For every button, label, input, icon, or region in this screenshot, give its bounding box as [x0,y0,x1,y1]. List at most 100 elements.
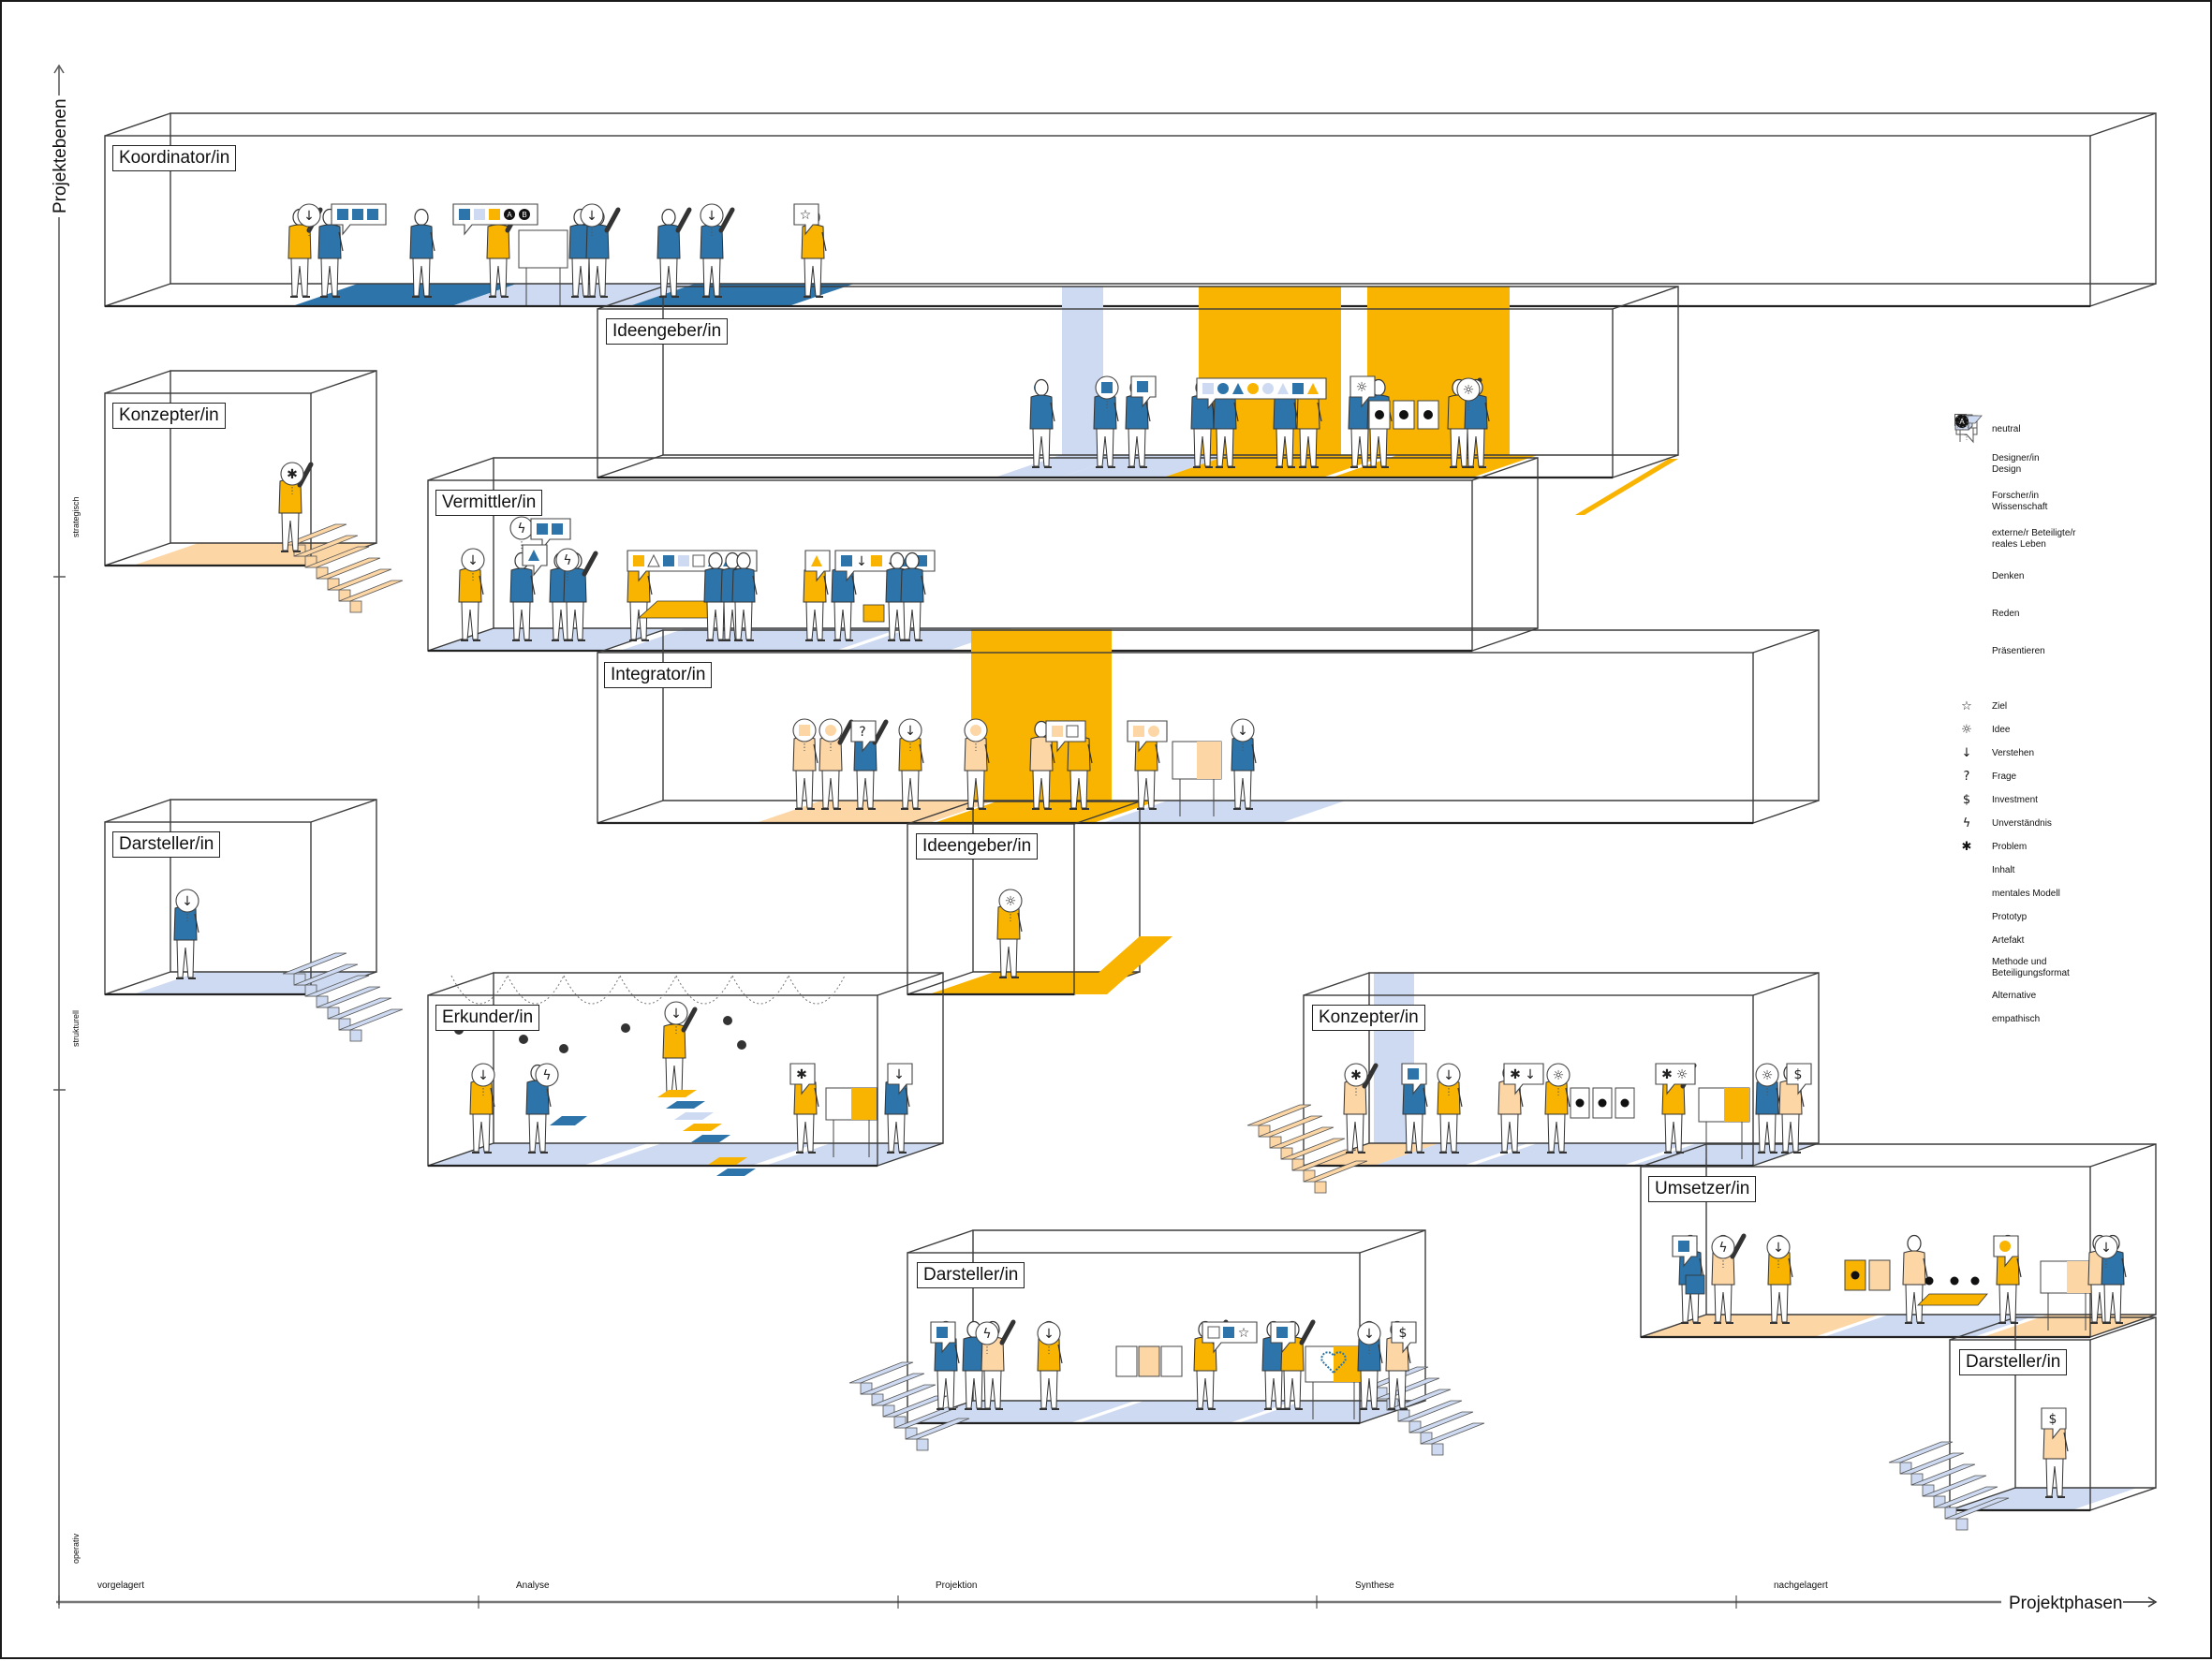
thought-bubble-icon: ↓ [580,203,604,236]
floor-tile [629,284,854,306]
thought-bubble-outline [580,203,604,228]
content-triangle [1307,383,1319,394]
person-arm [338,231,344,252]
x-axis-title: Projektphasen [2009,1594,2122,1613]
content-square [352,209,363,220]
box-integrator [597,629,1820,825]
person-arm [984,743,990,764]
person-torso [1213,394,1237,430]
thought-bubble-outline [998,889,1023,913]
level-label-strukturell: strukturell [71,1009,81,1047]
alternative-icon [1924,1276,1934,1286]
role-label-vermittler: Vermittler/in [435,490,543,516]
stairs-darsteller-operative-2 [1888,1441,2010,1531]
bubble-glyph: ↓ [2101,1241,2112,1256]
color-column [1367,287,1510,455]
legend-item-goal: ☆Ziel [1954,695,2198,718]
thought-bubble-icon: ✱ [280,462,304,494]
artifact-icon [863,604,885,623]
artifact-icon [1954,414,1979,953]
person-arm [604,207,621,233]
person-torso [409,224,434,259]
content-circle [1217,383,1229,394]
stair-step [1933,1486,1998,1508]
floor-tile [620,628,901,651]
thought-bubble-icon: ϟ [975,1321,999,1354]
box-depth-edge [1640,1143,1707,1168]
legend-label: Forscher/in Wissenschaft [1992,491,2048,512]
person-arm [752,575,758,595]
content-square [633,555,644,566]
floor-tile [1102,801,1346,823]
box-depth-edge [2089,1143,2157,1168]
thought-bubble-icon: ↓ [471,1063,495,1095]
stair-step [316,986,381,1008]
stair-step [293,963,359,986]
bubble-glyph: ☼ [1676,1067,1688,1082]
stair-step [1258,1115,1323,1138]
box-depth-edge [1752,1142,1820,1167]
person-external [1029,720,1055,810]
speech-bubble-outline [2041,1407,2067,1440]
person-legs [1283,1370,1302,1409]
person-torso [731,567,756,603]
thought-bubble-icon: ↓ [1437,1063,1461,1095]
speech-bubble-outline [793,203,819,236]
bubble-glyph: ↓ [182,894,193,909]
person-head [661,208,676,227]
speech-bubble-icon [1127,720,1168,753]
board-frame [518,229,568,269]
content-square [1066,725,1079,738]
bubble-glyph: ☼ [1463,383,1475,398]
stair-step [1899,1452,1965,1475]
speech-bubble-outline [1503,1063,1544,1095]
stair-riser [349,600,362,613]
box-koordinator [104,112,2157,308]
person-arm [1699,1257,1704,1278]
box-depth-edge [2089,112,2157,137]
legend-item-artifact: Artefakt [1954,414,2198,953]
artifact-card [1115,1345,1138,1377]
person-arm [1087,743,1093,764]
bubble-glyph: $ [1399,1326,1408,1341]
box-darsteller-structural [104,799,377,996]
box-depth-edge [310,799,377,823]
thought-bubble-outline [1037,1321,1061,1345]
content-circle [1247,383,1259,394]
speech-bubble-icon: $ [1391,1321,1417,1354]
person-arm [1423,1087,1428,1108]
stair-step [327,568,392,591]
person-arm [999,1319,1016,1345]
box-depth-edge [427,972,494,996]
stairs-darsteller-operative-left [848,1361,970,1451]
floor-tile [1304,1143,1439,1166]
person-arm [1050,402,1055,422]
legend-item-investment: $Investment [1954,788,2198,812]
content-square [537,523,548,535]
content-triangle [647,553,660,567]
color-swatch-design [1954,415,1979,477]
person-arm [675,207,692,233]
person-scientist [731,551,758,641]
speech-bubble-icon [522,544,548,577]
stair-step [293,535,359,557]
legend-item-denken: Denken [1954,415,2198,595]
thought-bubble-icon: ↓ [664,1001,688,1034]
legend-item-mental-model: mentales Modell [1954,414,2198,905]
bubble-glyph: ↓ [1443,1068,1454,1083]
speech-bubble-icon [804,550,831,582]
floor-tile [995,455,1126,478]
person-legs [999,938,1018,977]
stairs-darsteller [282,952,404,1042]
presentation-board [1172,741,1222,816]
person-arm [1406,1344,1411,1364]
bubble-glyph: ☼ [1005,894,1017,909]
person-arm [1017,912,1023,933]
method-icon [683,1124,722,1131]
box-erkunder [427,972,944,1168]
content-circle [970,725,981,736]
content-square [1276,1327,1288,1338]
speech-bubble-icon: ✱↓ [1503,1063,1544,1095]
content-circle [1999,1241,2011,1252]
bubble-glyph: $ [2049,1412,2057,1427]
